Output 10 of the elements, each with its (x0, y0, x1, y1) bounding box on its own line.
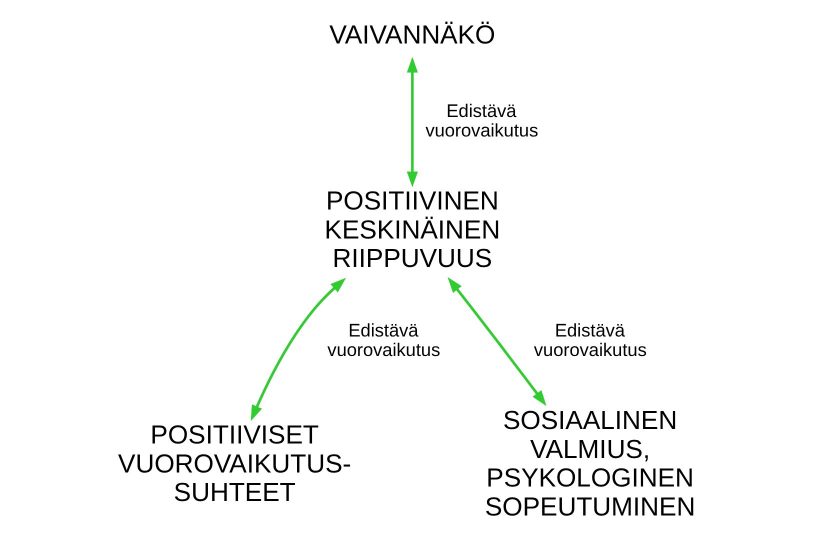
edge-label: Edistävä vuorovaikutus (327, 320, 440, 360)
node-text: VAIVANNÄKÖ (329, 20, 496, 50)
arrow (406, 56, 418, 188)
edge-label: Edistävä vuorovaikutus (425, 100, 538, 141)
node-text: SOSIAALINEN VALMIUS, PSYKOLOGINEN SOPEUTUMINEN (484, 405, 696, 522)
arrow (448, 277, 546, 406)
edge-label: Edistävä vuorovaikutus (534, 320, 647, 360)
node-text: POSITIIVISET VUOROVAIKUTUS- SUHTEET (118, 420, 352, 508)
node-text: POSITIIVINEN KESKINÄINEN RIIPPUVUUS (324, 186, 500, 274)
arrow (250, 278, 346, 421)
